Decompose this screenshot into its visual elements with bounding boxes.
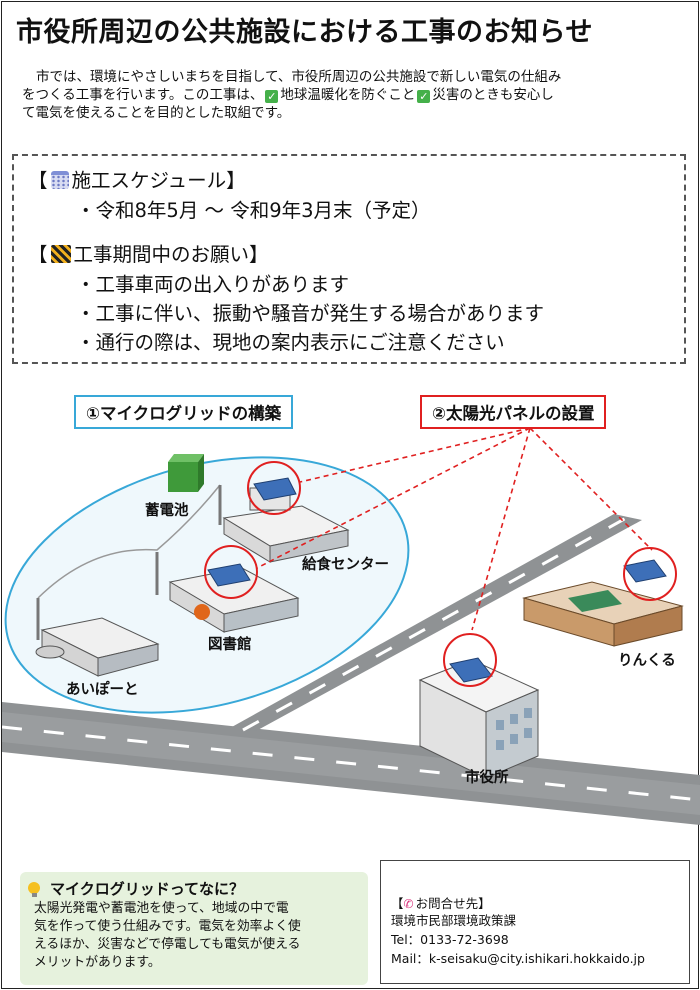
request-item: ・工事車両の出入りがあります xyxy=(76,273,350,296)
library-label: 図書館 xyxy=(208,637,252,653)
battery-label: 蓄電池 xyxy=(145,503,189,519)
microgrid-label: ①マイクログリッドの構築 xyxy=(74,395,294,429)
city-hall-label: 市役所 xyxy=(465,770,509,786)
construction-icon xyxy=(50,245,71,263)
library-building xyxy=(168,563,300,633)
solar-connection-lines xyxy=(256,427,653,631)
request-item: ・通行の際は、現地の案内表示にご注意ください xyxy=(76,331,505,354)
check-icon: ✓ xyxy=(265,90,279,103)
kyushoku-center-label: 給食センター xyxy=(302,557,389,573)
side-road xyxy=(230,514,642,731)
contact-box: 【✆お問合せ先】 環境市民部環境政策課 Tel：0133-72-3698 Mai… xyxy=(380,860,690,984)
contact-tel[interactable]: Tel：0133-72-3698 xyxy=(391,932,509,947)
page-title: 市役所周辺の公共施設における工事のお知らせ xyxy=(16,17,593,48)
city-hall-building xyxy=(418,657,540,779)
intro-purpose-1: 地球温暖化を防ぐこと xyxy=(280,87,416,103)
intro-line-1: 市では、環境にやさしいまちを目指して、市役所周辺の公共施設で新しい電気の仕組み xyxy=(36,69,562,85)
aipoto-label: あいぽーと xyxy=(66,682,139,698)
schedule-period: ・令和8年5月 〜 令和9年3月末（予定） xyxy=(76,199,431,222)
phone-icon: ✆ xyxy=(403,897,414,911)
calendar-icon xyxy=(50,171,69,189)
aipoto-building xyxy=(35,617,160,677)
intro-paragraph: 市では、環境にやさしいまちを目指して、市役所周辺の公共施設で新しい電気の仕組み … xyxy=(22,68,677,122)
faq-body: 太陽光発電や蓄電池を使って、地域の中で電 気を作って使う仕組みです。電気を効率よ… xyxy=(34,901,301,970)
schedule-heading: 【施工スケジュール】 xyxy=(28,169,246,192)
intro-line-2: をつくる工事を行います。この工事は、 xyxy=(22,87,264,103)
check-icon: ✓ xyxy=(417,90,431,103)
faq-title: マイクログリッドってなに？ xyxy=(28,878,244,899)
contact-department: 環境市民部環境政策課 xyxy=(391,913,517,928)
facility-map-illustration xyxy=(2,427,700,825)
battery-storage xyxy=(168,454,204,492)
requests-heading: 【工事期間中のお願い】 xyxy=(28,243,269,266)
solar-panel-label: ②太陽光パネルの設置 xyxy=(420,395,607,429)
lightbulb-icon xyxy=(28,882,40,897)
contact-mail[interactable]: Mail：k-seisaku@city.ishikari.hokkaido.jp xyxy=(391,951,645,966)
intro-purpose-2: 災害のときも安心し xyxy=(432,87,554,103)
schedule-box: 【施工スケジュール】 ・令和8年5月 〜 令和9年3月末（予定） 【工事期間中の… xyxy=(12,154,686,364)
kyushoku-center-building xyxy=(222,477,350,563)
utility-poles xyxy=(36,485,222,640)
intro-line-3: て電気を使えることを目的とした取組です。 xyxy=(22,105,291,121)
rinkuru-building xyxy=(522,559,684,647)
faq-box: マイクログリッドってなに？ 太陽光発電や蓄電池を使って、地域の中で電 気を作って… xyxy=(20,872,368,985)
rinkuru-label: りんくる xyxy=(618,653,676,669)
contact-heading: 【✆お問合せ先】 xyxy=(391,896,491,911)
request-item: ・工事に伴い、振動や騒音が発生する場合があります xyxy=(76,302,545,325)
